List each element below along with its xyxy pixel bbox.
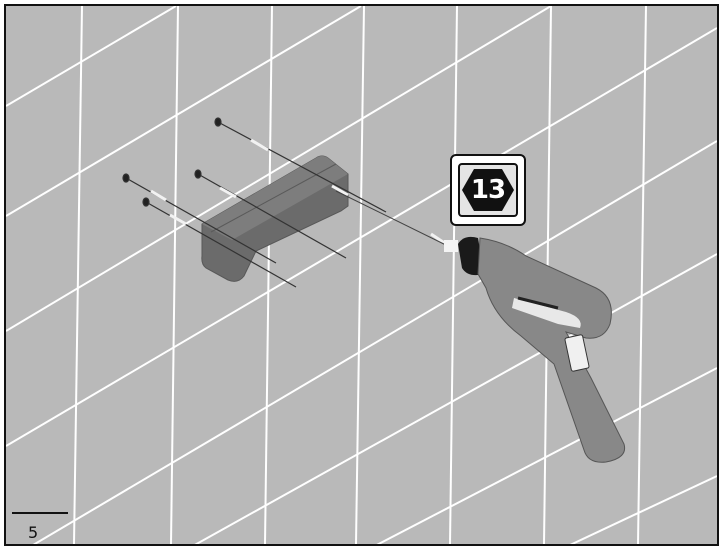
- step-badge: 13: [450, 154, 526, 226]
- assembly-illustration: [6, 6, 717, 544]
- illustration-panel: 13 5: [4, 4, 719, 546]
- drill: [444, 237, 625, 462]
- step-hex-frame: 13: [458, 163, 518, 217]
- drill-guide-line: [336, 191, 454, 249]
- page-number-rule: [12, 512, 68, 514]
- page-number: 5: [28, 523, 38, 542]
- wall-grid: [6, 6, 717, 544]
- step-number: 13: [471, 177, 505, 203]
